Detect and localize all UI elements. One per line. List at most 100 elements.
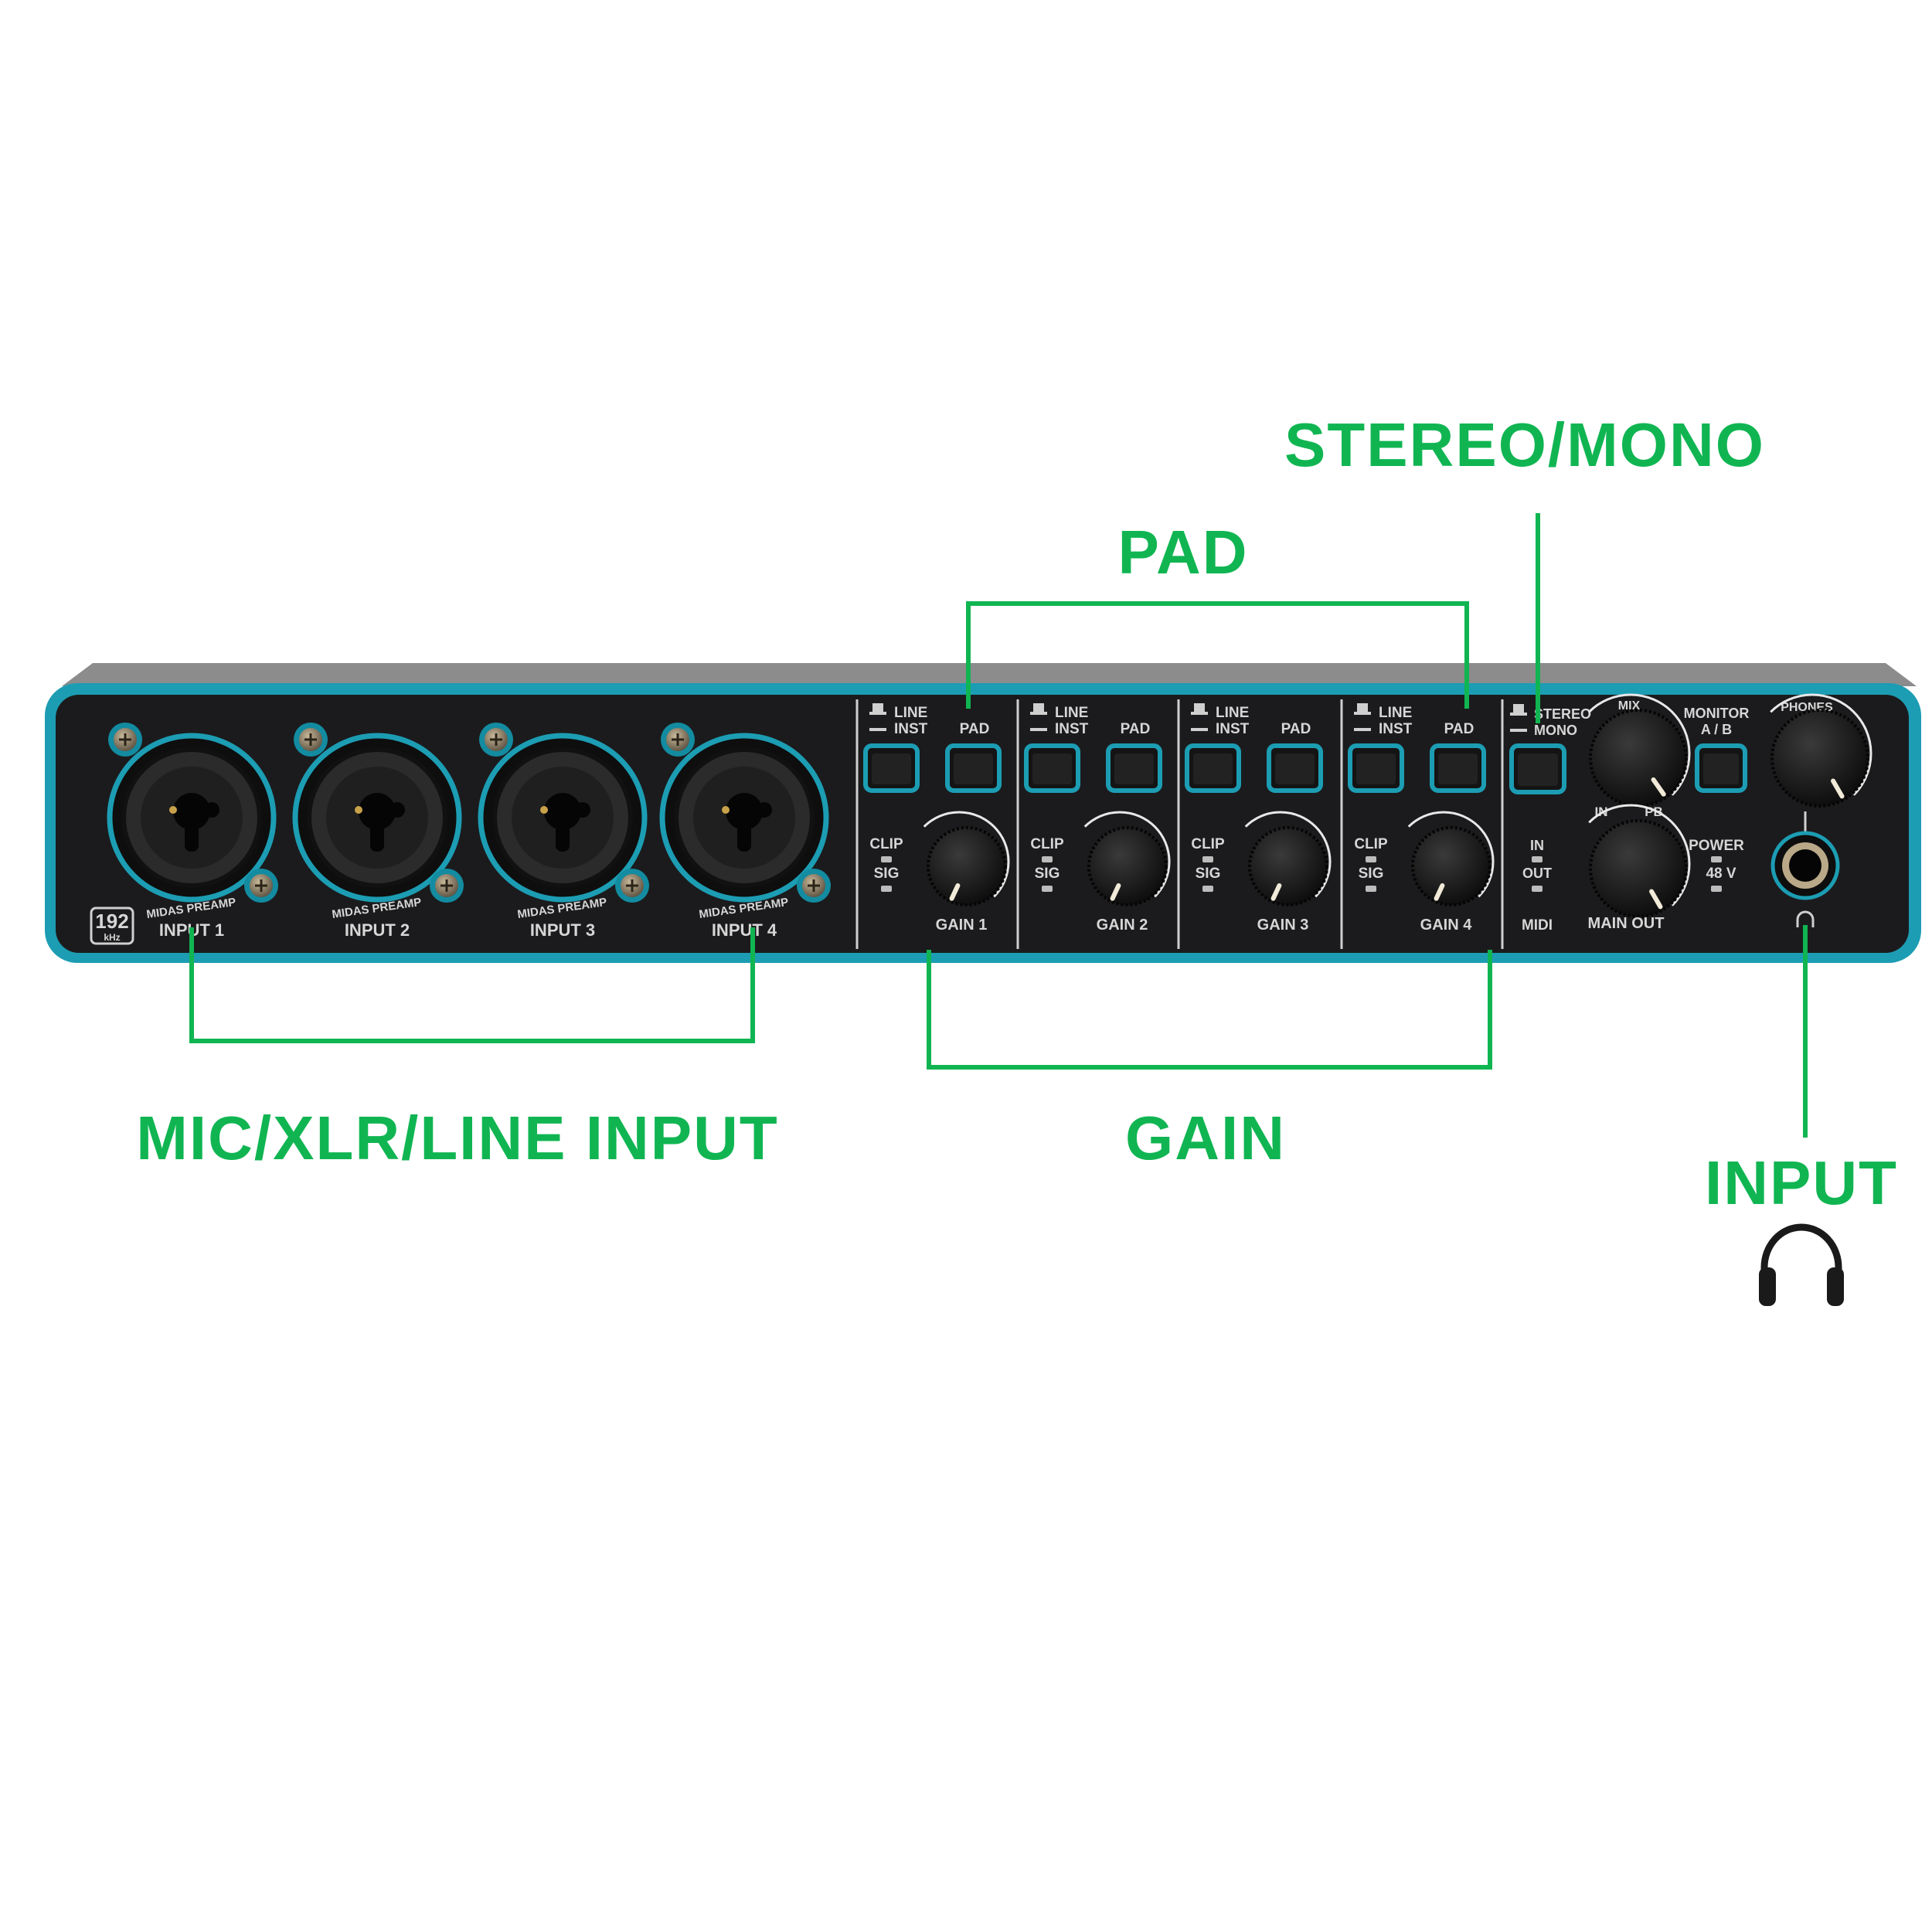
phantom-power-label: 48 V bbox=[1706, 866, 1736, 882]
gain-knob-2-cap[interactable] bbox=[1087, 826, 1168, 906]
sig-led bbox=[1202, 886, 1213, 892]
combo-input-jack-4[interactable] bbox=[659, 723, 831, 903]
clip-label: CLIP bbox=[1030, 836, 1064, 852]
mono-switch-icon bbox=[1510, 729, 1527, 732]
gain-knob-3-pointer bbox=[1270, 883, 1282, 901]
input-label: INPUT 4 bbox=[712, 920, 777, 940]
device-top-surface bbox=[62, 663, 1917, 686]
mic-input-bracket bbox=[189, 927, 755, 1043]
badge-value: 192 bbox=[95, 910, 128, 933]
pad-button-2[interactable] bbox=[1106, 743, 1162, 793]
jack-pin-hole bbox=[389, 802, 405, 818]
gain-knob-1[interactable] bbox=[923, 810, 1011, 906]
pad-button-4[interactable] bbox=[1430, 743, 1486, 793]
screw-slot bbox=[808, 879, 820, 892]
combo-input-jack-3[interactable] bbox=[478, 723, 649, 903]
mix-knob-pointer bbox=[1651, 777, 1666, 797]
inst-switch-icon-base bbox=[1030, 728, 1047, 731]
phones-knob[interactable] bbox=[1770, 693, 1872, 808]
jack-pin-hole bbox=[575, 802, 590, 818]
sig-label: SIG bbox=[874, 866, 900, 882]
badge-unit: kHz bbox=[104, 932, 120, 943]
input-annotation: INPUT bbox=[1705, 1148, 1898, 1217]
jack-pin bbox=[540, 806, 548, 814]
sig-label: SIG bbox=[1359, 866, 1384, 882]
midi-out-led bbox=[1532, 886, 1543, 892]
mix-knob-scale-arc bbox=[1588, 693, 1691, 796]
clip-led bbox=[1366, 856, 1376, 862]
clip-label: CLIP bbox=[1354, 836, 1388, 852]
pad-button-2-cap bbox=[1114, 753, 1154, 784]
main-out-knob[interactable] bbox=[1588, 804, 1691, 918]
sig-label: SIG bbox=[1035, 866, 1060, 882]
gain-knob-4-cap[interactable] bbox=[1411, 826, 1492, 906]
screw-slot bbox=[490, 733, 502, 746]
midi-in-led bbox=[1532, 856, 1543, 862]
inst-switch-icon-base bbox=[869, 728, 886, 731]
gain-knob-1-pointer bbox=[949, 883, 961, 901]
jack-slot bbox=[556, 811, 570, 852]
pad-bracket bbox=[966, 601, 1469, 709]
gain-knob-3-cap[interactable] bbox=[1248, 826, 1328, 906]
phones-knob-cap[interactable] bbox=[1770, 709, 1869, 808]
gain-knob-1-cap[interactable] bbox=[927, 826, 1007, 906]
line-switch-icon bbox=[1191, 703, 1208, 715]
gain-knob-4[interactable] bbox=[1407, 810, 1495, 906]
stereo-switch-icon-base bbox=[1510, 713, 1527, 716]
headphones-left-cup bbox=[1759, 1267, 1776, 1306]
line-switch-icon-body bbox=[1357, 703, 1368, 713]
gain-knob-3[interactable] bbox=[1244, 810, 1332, 906]
line-inst-button-4-cap bbox=[1356, 753, 1396, 784]
line-inst-button-4[interactable] bbox=[1348, 743, 1404, 793]
jack-slot bbox=[370, 811, 384, 852]
line-inst-button-1-cap bbox=[872, 753, 911, 784]
line-label: LINE bbox=[1055, 705, 1088, 721]
pad-button-3[interactable] bbox=[1267, 743, 1323, 793]
inst-switch-icon-base bbox=[1354, 728, 1371, 731]
headphone-band bbox=[1796, 910, 1815, 927]
line-switch-icon bbox=[1030, 703, 1047, 715]
line-switch-icon bbox=[869, 703, 886, 715]
jack-hole bbox=[1789, 849, 1821, 882]
clip-led bbox=[1042, 856, 1053, 862]
monitor-ab-button[interactable] bbox=[1695, 743, 1747, 793]
combo-input-jack-1[interactable] bbox=[107, 723, 278, 903]
combo-input-jack-2[interactable] bbox=[292, 723, 464, 903]
line-switch-icon-base bbox=[1191, 712, 1208, 715]
midi-label: MIDI bbox=[1522, 917, 1553, 934]
jack-slot bbox=[185, 811, 199, 852]
mix-knob[interactable] bbox=[1588, 693, 1691, 808]
gain-knob-2[interactable] bbox=[1083, 810, 1172, 906]
headphones-icon bbox=[1759, 1223, 1844, 1306]
stereo-mono-annotation: STEREO/MONO bbox=[1284, 410, 1765, 479]
headphone-output-jack[interactable] bbox=[1770, 831, 1840, 900]
mix-knob-cap[interactable] bbox=[1589, 709, 1688, 808]
main-out-knob-cap[interactable] bbox=[1589, 819, 1688, 918]
inst-label: INST bbox=[1216, 721, 1250, 737]
monitor-label: MONITOR bbox=[1684, 706, 1750, 721]
power-label: POWER bbox=[1689, 838, 1744, 854]
screw-slot bbox=[255, 879, 267, 892]
clip-label: CLIP bbox=[1191, 836, 1225, 852]
headphones-band bbox=[1760, 1223, 1842, 1287]
pad-button-3-cap bbox=[1275, 753, 1315, 784]
line-inst-button-3[interactable] bbox=[1185, 743, 1241, 793]
gain-label: GAIN 3 bbox=[1257, 917, 1309, 934]
pad-button-1[interactable] bbox=[945, 743, 1002, 793]
input-label: INPUT 3 bbox=[530, 920, 595, 940]
stereo-mono-button[interactable] bbox=[1509, 743, 1566, 794]
line-inst-button-1[interactable] bbox=[863, 743, 920, 793]
badge-frame bbox=[90, 906, 134, 945]
stereo-mono-button-cap bbox=[1518, 753, 1558, 786]
line-inst-button-2[interactable] bbox=[1024, 743, 1080, 793]
inst-switch-icon bbox=[869, 728, 886, 731]
mono-label: MONO bbox=[1534, 723, 1577, 738]
gain-knob-2-pointer bbox=[1110, 883, 1121, 901]
stereo-label: STEREO bbox=[1534, 706, 1591, 722]
headphones-right-cup bbox=[1827, 1267, 1844, 1306]
screw-slot bbox=[440, 879, 453, 892]
gain-knob-4-pointer bbox=[1434, 883, 1445, 901]
